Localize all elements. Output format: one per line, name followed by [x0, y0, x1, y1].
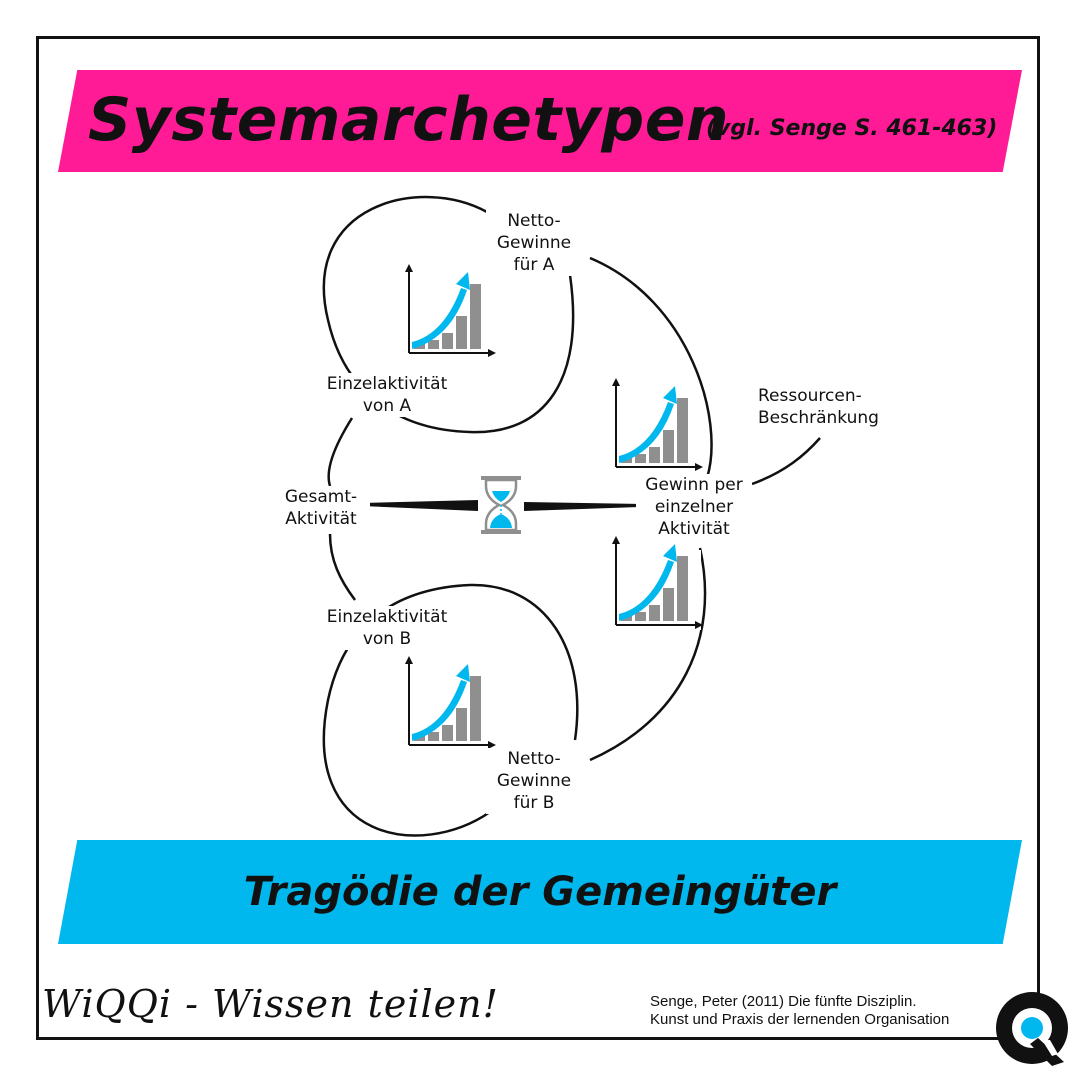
- hourglass-icon: [481, 476, 521, 534]
- link-gewinn-netto-b: [589, 547, 707, 762]
- growth-chart-icon: [403, 655, 497, 751]
- growth-chart-icon: [403, 263, 497, 359]
- link-ressourcen-gewinn: [751, 437, 821, 486]
- growth-chart-icon: [610, 535, 704, 631]
- node-gewinn-per-aktivitaet: Gewinn per einzelner Aktivität: [636, 474, 752, 540]
- node-einzelaktivitaet-a: Einzelaktivität von A: [312, 373, 462, 417]
- citation: Senge, Peter (2011) Die fünfte Disziplin…: [650, 993, 950, 1028]
- node-einzelaktivitaet-b: Einzelaktivität von B: [312, 606, 462, 650]
- title-banner: [58, 70, 1022, 172]
- node-netto-gewinne-a: Netto- Gewinne für A: [486, 210, 582, 276]
- signature-slogan: WiQQi - Wissen teilen!: [42, 982, 499, 1026]
- node-ressourcen-beschraenkung: Ressourcen- Beschränkung: [758, 385, 896, 429]
- page-title: Systemarchetypen: [88, 85, 730, 155]
- subtitle: Tragödie der Gemeingüter: [243, 869, 837, 915]
- wiqqi-logo-icon: [996, 992, 1068, 1066]
- delay-wedge-left: [362, 500, 478, 511]
- node-gesamt-aktivitaet: Gesamt- Aktivität: [272, 486, 370, 530]
- delay-wedge-right: [524, 502, 640, 511]
- link-einzel-a-gesamt: [327, 417, 354, 487]
- title-reference: (vgl. Senge S. 461-463): [706, 116, 998, 141]
- link-netto-a-gewinn: [589, 256, 713, 479]
- link-gesamt-einzel-b: [328, 533, 357, 601]
- node-netto-gewinne-b: Netto- Gewinne für B: [486, 748, 582, 814]
- subtitle-banner: [58, 840, 1022, 944]
- growth-chart-icon: [610, 377, 704, 473]
